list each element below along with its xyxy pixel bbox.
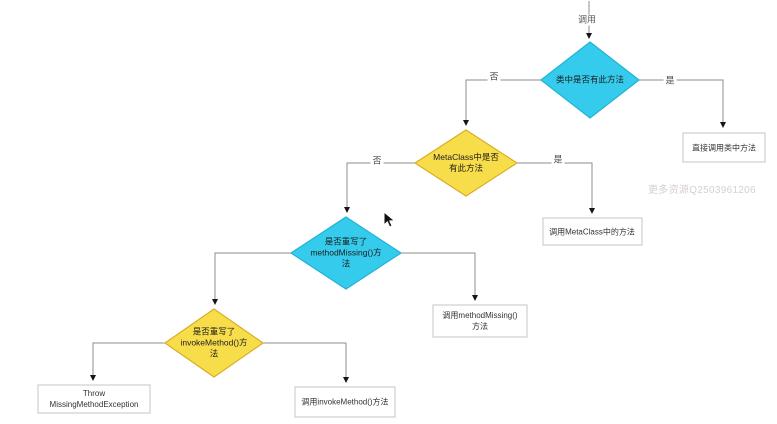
class-yes-label: 是 (663, 75, 677, 87)
box-call-methodmissing-label: 调用methodMissing() 方法 (442, 311, 518, 331)
box-call-class-method-shape[interactable] (682, 132, 766, 163)
metaclass-yes-label: 是 (551, 154, 565, 166)
metaclass-no-label: 否 (370, 155, 384, 167)
edge-class-yes (639, 79, 726, 128)
decision-invokemethod-shape[interactable] (163, 308, 265, 378)
edge-metaclass-no (344, 162, 415, 213)
decision-class-label: 类中是否有此方法 (555, 74, 624, 85)
edge-invokemethod-no (90, 342, 165, 381)
decision-methodmissing-shape[interactable] (289, 216, 403, 290)
start-edge-label: 调用 (576, 14, 598, 26)
decision-invokemethod-label: 是否重写了 invokeMethod()方 法 (180, 326, 248, 359)
box-throw-exception-shape[interactable] (37, 384, 151, 414)
edge-methodmissing-yes (401, 252, 478, 301)
watermark-text: 更多资源Q2503961206 (648, 185, 756, 196)
mouse-cursor-shape (383, 211, 396, 228)
decision-metaclass-shape[interactable] (413, 129, 519, 197)
class-no-label: 否 (487, 71, 501, 83)
box-throw-exception-label: Throw MissingMethodException (49, 389, 139, 409)
edge-class-no (463, 79, 541, 126)
box-call-invokemethod-shape[interactable] (294, 386, 396, 418)
box-call-metaclass-method-label: 调用MetaClass中的方法 (549, 227, 635, 237)
decision-metaclass-label: MetaClass中是否 有此方法 (433, 152, 499, 173)
box-call-metaclass-method-shape[interactable] (542, 217, 643, 246)
mouse-cursor-icon (383, 211, 396, 228)
decision-class-shape[interactable] (540, 41, 640, 119)
edge-methodmissing-no (212, 252, 291, 305)
decision-methodmissing-label: 是否重写了 methodMissing()方 法 (310, 236, 382, 269)
box-call-invokemethod-label: 调用invokeMethod()方法 (301, 397, 389, 407)
edge-invokemethod-yes (263, 342, 349, 383)
box-call-methodmissing-shape[interactable] (432, 304, 528, 338)
box-call-class-method-label: 直接调用类中方法 (692, 143, 756, 153)
edge-metaclass-yes (517, 162, 595, 214)
